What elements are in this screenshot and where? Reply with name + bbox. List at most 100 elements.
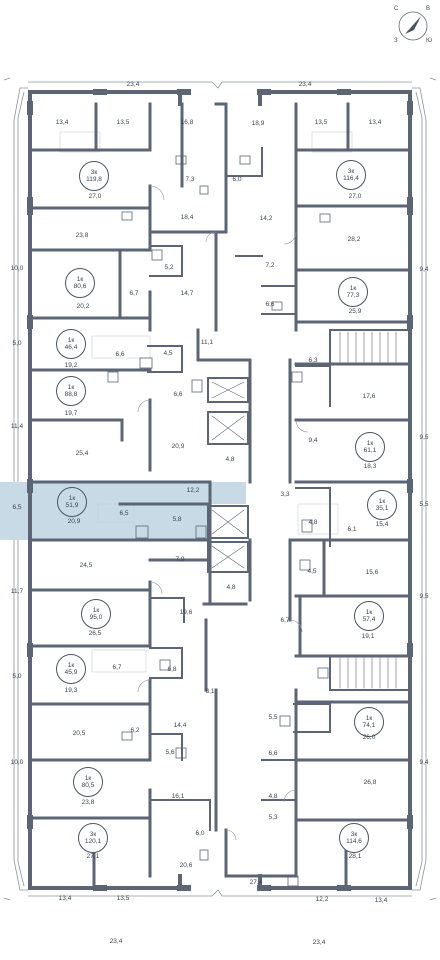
room-area-label: 26,5 — [88, 629, 102, 637]
room-area-label: 6,5 — [12, 503, 22, 511]
room-area-label: 9,5 — [419, 433, 429, 441]
room-area-label: 5,8 — [172, 515, 182, 523]
apartment-type: 1к — [67, 383, 75, 391]
room-area-label: 13,4 — [58, 894, 72, 902]
room-area-label: 7,3 — [185, 175, 195, 183]
room-area-label: 16,1 — [171, 792, 185, 800]
room-area-label: 24,5 — [79, 561, 93, 569]
room-area-label: 15,4 — [375, 520, 389, 528]
apartment-area: 74,1 — [362, 722, 376, 729]
room-area-label: 15,6 — [365, 568, 379, 576]
facade-length-label: 23,4 — [298, 80, 312, 88]
apartment-type: 1к — [76, 275, 84, 283]
compass-north-label: С — [394, 6, 399, 12]
apartment-type: 1к — [378, 497, 386, 505]
room-area-label: 5,2 — [164, 263, 174, 271]
apartment-type: 1к — [67, 661, 75, 669]
room-area-label: 11,1 — [200, 338, 214, 346]
room-area-label: 20,9 — [67, 517, 81, 525]
apartment-area: 80,6 — [73, 283, 87, 290]
room-area-label: 13,5 — [116, 894, 130, 902]
apartment-area: 95,0 — [89, 614, 103, 621]
apartment-type: 3к — [90, 168, 98, 176]
room-area-label: 20,9 — [171, 442, 185, 450]
apartment-type: 1к — [365, 714, 373, 722]
room-area-label: 12,2 — [186, 486, 200, 494]
room-area-label: 9,4 — [308, 436, 318, 444]
furniture-hints — [59, 131, 353, 673]
room-area-label: 27,0 — [88, 192, 102, 200]
room-area-label: 28,1 — [348, 852, 362, 860]
walls — [27, 89, 413, 891]
room-area-label: 13,4 — [368, 118, 382, 126]
apartment-type: 3к — [350, 830, 358, 838]
room-area-label: 13,4 — [55, 118, 69, 126]
room-area-label: 26,0 — [362, 733, 376, 741]
apartment-type: 1к — [349, 284, 357, 292]
room-area-label: 6,2 — [130, 726, 140, 734]
room-area-label: 11,4 — [10, 422, 24, 430]
room-area-label: 13,4 — [374, 896, 388, 904]
compass-south-label: Ю — [426, 38, 433, 44]
room-area-label: 6,0 — [195, 829, 205, 837]
apartment-type: 3к — [347, 167, 355, 175]
room-area-label: 12,2 — [315, 895, 329, 903]
room-area-label: 5,0 — [12, 339, 22, 347]
room-area-label: 27,0 — [348, 192, 362, 200]
facade-length-label: 23,4 — [312, 938, 326, 946]
room-area-label: 9,4 — [419, 758, 429, 766]
apartment-area: 46,4 — [64, 344, 78, 351]
room-area-label: 6,7 — [112, 663, 122, 671]
room-area-label: 11,7 — [10, 587, 24, 595]
room-area-label: 20,5 — [72, 729, 86, 737]
room-area-label: 27,1 — [86, 852, 100, 860]
room-area-label: 6,3 — [308, 356, 318, 364]
apartment-area: 57,4 — [362, 616, 376, 623]
room-area-label: 5,6 — [165, 748, 175, 756]
apartment-type: 1к — [67, 336, 75, 344]
apartment-type: 1к — [68, 494, 76, 502]
room-area-label: 4,8 — [225, 455, 235, 463]
compass-west-label: З — [394, 38, 398, 44]
room-area-label: 5,0 — [12, 672, 22, 680]
room-area-label: 6,6 — [265, 300, 275, 308]
apartment-type: 3к — [89, 830, 97, 838]
room-area-label: 5,5 — [268, 713, 278, 721]
room-area-label: 14,7 — [180, 289, 194, 297]
room-area-label: 5,3 — [268, 813, 278, 821]
room-area-label: 28,2 — [347, 235, 361, 243]
facade-lines — [3, 77, 437, 901]
room-area-label: 4,8 — [226, 583, 236, 591]
apartment-area: 77,3 — [346, 292, 360, 299]
sanitary-fixtures — [107, 155, 331, 887]
apartment-type: 1к — [366, 439, 374, 447]
room-area-label: 6,7 — [280, 616, 290, 624]
room-area-label: 20,2 — [76, 302, 90, 310]
room-area-label: 10,0 — [10, 758, 24, 766]
room-area-label: 26,8 — [363, 778, 377, 786]
room-area-label: 5,5 — [419, 500, 429, 508]
compass-east-label: В — [426, 6, 431, 12]
facade-length-label: 23,4 — [126, 80, 140, 88]
apartment-area: 61,1 — [363, 447, 377, 454]
room-area-label: 14,2 — [259, 214, 273, 222]
room-area-label: 25,9 — [348, 307, 362, 315]
room-area-label: 6,5 — [119, 509, 129, 517]
